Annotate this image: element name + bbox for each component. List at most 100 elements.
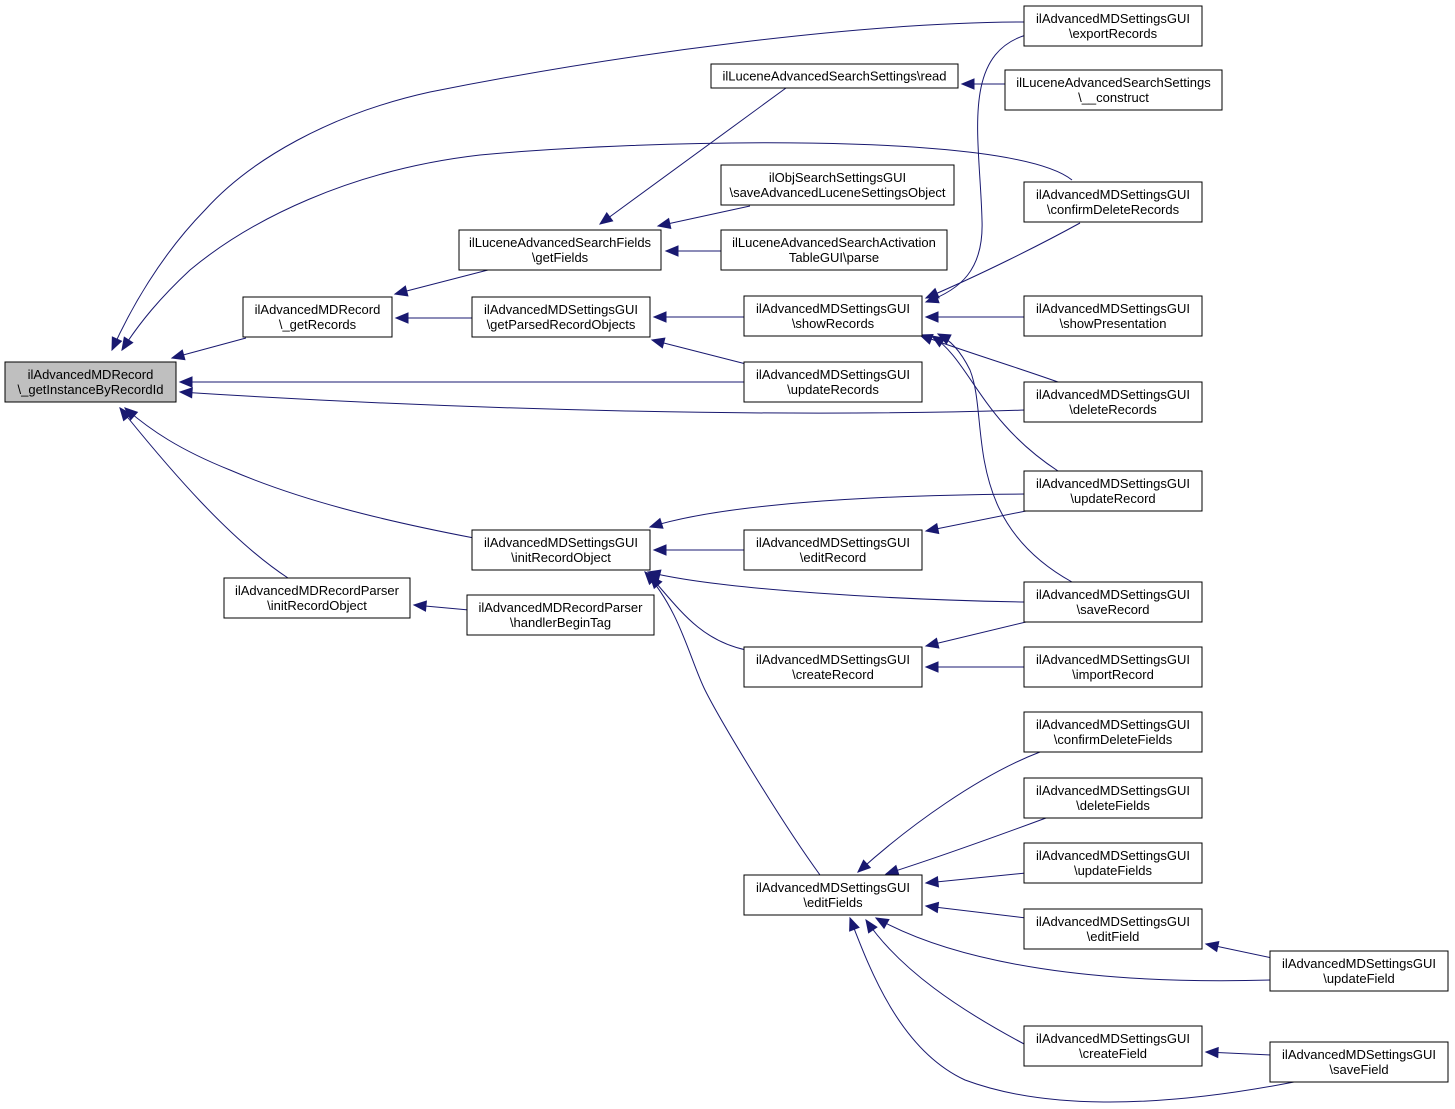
node-label-line: \deleteFields [1076,798,1150,813]
node-box [1023,581,1203,623]
node-label-line: ilAdvancedMDRecord [28,367,154,382]
edge-line [657,205,751,227]
node-label-line: ilAdvancedMDSettingsGUI [1036,387,1190,402]
arrowhead [924,661,939,673]
edge-importRecord-to-createRecord [924,661,1026,673]
node-label-line: \initRecordObject [511,550,611,565]
arrowhead [652,544,667,556]
edge-line [875,917,1273,982]
arrowhead [650,337,666,349]
node-box [720,164,955,206]
node-importRecord[interactable]: ilAdvancedMDSettingsGUI\importRecord [1023,646,1203,688]
edge-saveField-to-editFields [849,916,1295,1103]
edge-saveField-to-createField [1204,1046,1273,1059]
node-saveRecord[interactable]: ilAdvancedMDSettingsGUI\saveRecord [1023,581,1203,623]
edge-editField-to-editFields [924,901,1027,919]
edge-line [119,407,289,579]
edge-line [124,407,475,539]
node-label-line: ilAdvancedMDSettingsGUI [1036,187,1190,202]
arrowhead [178,387,193,399]
arrowhead [1204,940,1220,953]
arrowhead [924,522,940,535]
node-box [1004,69,1223,111]
arrowhead [874,917,890,930]
edge-line [925,872,1027,884]
node-box [720,229,948,271]
node-label-line: ilAdvancedMDRecordParser [235,583,400,598]
node-label-line: \handlerBeginTag [510,615,611,630]
node-editRecord[interactable]: ilAdvancedMDSettingsGUI\editRecord [743,529,923,571]
node-label-line: ilAdvancedMDSettingsGUI [1036,301,1190,316]
edge-editFields-to-initRecordObject [644,571,821,876]
arrowhead [924,901,940,914]
edge-line [849,917,1295,1103]
node-label-line: ilAdvancedMDSettingsGUI [484,535,638,550]
node-label-line: \saveRecord [1077,602,1150,617]
node-updateFields[interactable]: ilAdvancedMDSettingsGUI\updateFields [1023,842,1203,884]
node-box [466,594,655,636]
node-label-line: ilAdvancedMDSettingsGUI [1036,914,1190,929]
edge-showRecords-to-getParsed [652,311,746,323]
node-label-line: ilAdvancedMDSettingsGUI [1036,717,1190,732]
node-initRecordObject[interactable]: ilAdvancedMDSettingsGUI\initRecordObject [471,529,651,571]
node-luceneRead[interactable]: ilLuceneAdvancedSearchSettings\read [710,63,959,89]
edge-line [925,905,1027,919]
edge-line [649,493,1027,528]
edge-showPresentation-to-showRecords [924,311,1026,323]
edge-line [644,571,821,876]
node-label-line: \updateRecords [787,382,879,397]
node-getRecords[interactable]: ilAdvancedMDRecord\_getRecords [242,296,393,338]
edge-activationParse-to-fieldsGet [664,245,723,257]
arrowhead [1204,1046,1219,1059]
node-label-line: ilLuceneAdvancedSearchSettings [1016,75,1211,90]
node-box [1023,646,1203,688]
node-parserBegin[interactable]: ilAdvancedMDRecordParser\handlerBeginTag [466,594,655,636]
node-label-line: \importRecord [1072,667,1154,682]
node-root[interactable]: ilAdvancedMDRecord\_getInstanceByRecordI… [4,361,177,403]
arrowhead [918,334,934,345]
node-deleteRecords[interactable]: ilAdvancedMDSettingsGUI\deleteRecords [1023,381,1203,423]
node-createRecord[interactable]: ilAdvancedMDSettingsGUI\createRecord [743,646,923,688]
node-confirmDeleteFields[interactable]: ilAdvancedMDSettingsGUI\confirmDeleteFie… [1023,711,1203,753]
edge-saveRecord-to-showRecords [936,333,1073,583]
node-updateField[interactable]: ilAdvancedMDSettingsGUI\updateField [1269,950,1449,992]
node-editFields[interactable]: ilAdvancedMDSettingsGUI\editFields [743,874,923,916]
edge-line [651,339,747,365]
node-showRecords[interactable]: ilAdvancedMDSettingsGUI\showRecords [743,295,923,337]
arrowhead [412,600,427,612]
arrowhead [857,859,872,873]
node-editField[interactable]: ilAdvancedMDSettingsGUI\editField [1023,908,1203,950]
edge-deleteRecords-to-root [178,387,1027,414]
node-label-line: ilAdvancedMDRecordParser [478,600,643,615]
edge-getParsed-to-getRecords [394,312,474,324]
node-parserInit[interactable]: ilAdvancedMDRecordParser\initRecordObjec… [223,577,411,619]
node-showPresentation[interactable]: ilAdvancedMDSettingsGUI\showPresentation [1023,295,1203,337]
node-createField[interactable]: ilAdvancedMDSettingsGUI\createField [1023,1025,1203,1067]
node-updateRecords[interactable]: ilAdvancedMDSettingsGUI\updateRecords [743,361,923,403]
node-box [1023,842,1203,884]
node-label-line: ilObjSearchSettingsGUI [769,170,906,185]
edge-line [919,334,1059,383]
node-label-line: \createField [1079,1046,1147,1061]
node-label-line: \showPresentation [1060,316,1167,331]
node-luceneConstruct[interactable]: ilLuceneAdvancedSearchSettings\__constru… [1004,69,1223,111]
node-label-line: \confirmDeleteFields [1054,732,1173,747]
node-label-line: \_getRecords [279,317,357,332]
node-label-line: ilAdvancedMDSettingsGUI [756,367,910,382]
node-label-line: ilAdvancedMDSettingsGUI [1036,652,1190,667]
node-fieldsGet[interactable]: ilLuceneAdvancedSearchFields\getFields [458,229,662,271]
node-updateRecord[interactable]: ilAdvancedMDSettingsGUI\updateRecord [1023,470,1203,512]
node-saveField[interactable]: ilAdvancedMDSettingsGUI\saveField [1269,1041,1449,1083]
edge-updateRecords-to-root [178,376,746,388]
node-box [1269,1041,1449,1083]
node-deleteFields[interactable]: ilAdvancedMDSettingsGUI\deleteFields [1023,777,1203,819]
node-activationParse[interactable]: ilLuceneAdvancedSearchActivationTableGUI… [720,229,948,271]
node-exportRecords[interactable]: ilAdvancedMDSettingsGUI\exportRecords [1023,5,1203,47]
node-confirmDeleteRecords[interactable]: ilAdvancedMDSettingsGUI\confirmDeleteRec… [1023,181,1203,223]
edge-line [647,571,1027,603]
node-getParsed[interactable]: ilAdvancedMDSettingsGUI\getParsedRecordO… [471,296,651,338]
node-objSearchSave[interactable]: ilObjSearchSettingsGUI\saveAdvancedLucen… [720,164,955,206]
edge-luceneConstruct-to-luceneRead [960,78,1007,90]
node-label-line: ilAdvancedMDSettingsGUI [1036,783,1190,798]
